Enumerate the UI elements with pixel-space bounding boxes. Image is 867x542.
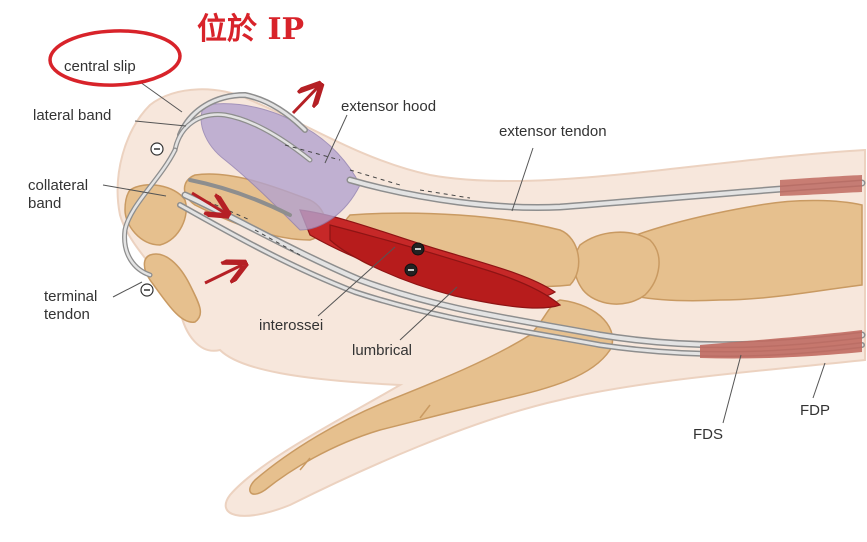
label-extensor-tendon: extensor tendon [499, 123, 607, 140]
extensor-muscle [780, 175, 862, 196]
leader-terminal-tendon [112, 281, 143, 298]
label-terminal-tendon: terminal tendon [44, 288, 98, 323]
lumbrical-muscle [329, 224, 562, 309]
minus-in-circle-icon [411, 242, 425, 256]
lower-finger-bones [249, 299, 614, 495]
minus-in-circle-icon [404, 263, 418, 277]
label-fdp: FDP [800, 402, 830, 419]
minus-in-circle-icon [150, 142, 164, 156]
force-arrow-icon [191, 191, 225, 213]
carpal-bone [573, 231, 660, 305]
terminal-tendon-path-core [123, 148, 177, 277]
minus-in-circle-icon [140, 283, 154, 297]
leader-extensor-hood [324, 114, 348, 164]
force-arrow-icon [204, 265, 242, 285]
lateral-band-tendon-core [173, 113, 312, 162]
force-arrow-icon [291, 87, 318, 115]
label-interossei: interossei [259, 317, 324, 334]
leader-lateral-band [134, 120, 187, 127]
leader-extensor-tendon [511, 147, 534, 212]
hood-force-dashes [284, 144, 471, 199]
collateral-band-tendon [188, 178, 292, 217]
label-fds: FDS [693, 426, 723, 443]
label-central-slip: central slip [64, 58, 136, 75]
metacarpal-bone [599, 199, 863, 302]
leader-fds [722, 354, 742, 424]
leader-fdp [812, 362, 826, 399]
label-lateral-band: lateral band [33, 107, 112, 124]
extensor-hood [200, 103, 361, 231]
extensor-tendon-core [348, 178, 864, 210]
leader-interossei [317, 246, 396, 317]
label-collateral-band: collateral band [28, 177, 89, 212]
central-slip-tendon-core [178, 93, 307, 137]
handwritten-note: 位於 IP [197, 12, 305, 47]
flexor-muscle [700, 330, 862, 359]
lower-joint-line-1 [419, 404, 431, 419]
annotation-circle [48, 29, 182, 87]
leader-central-slip [139, 81, 183, 113]
leader-lumbrical [399, 286, 458, 341]
lower-joint-line-2 [299, 457, 311, 471]
label-extensor-hood: extensor hood [341, 98, 437, 115]
label-lumbrical: lumbrical [352, 342, 413, 359]
leader-collateral-band [102, 184, 167, 197]
